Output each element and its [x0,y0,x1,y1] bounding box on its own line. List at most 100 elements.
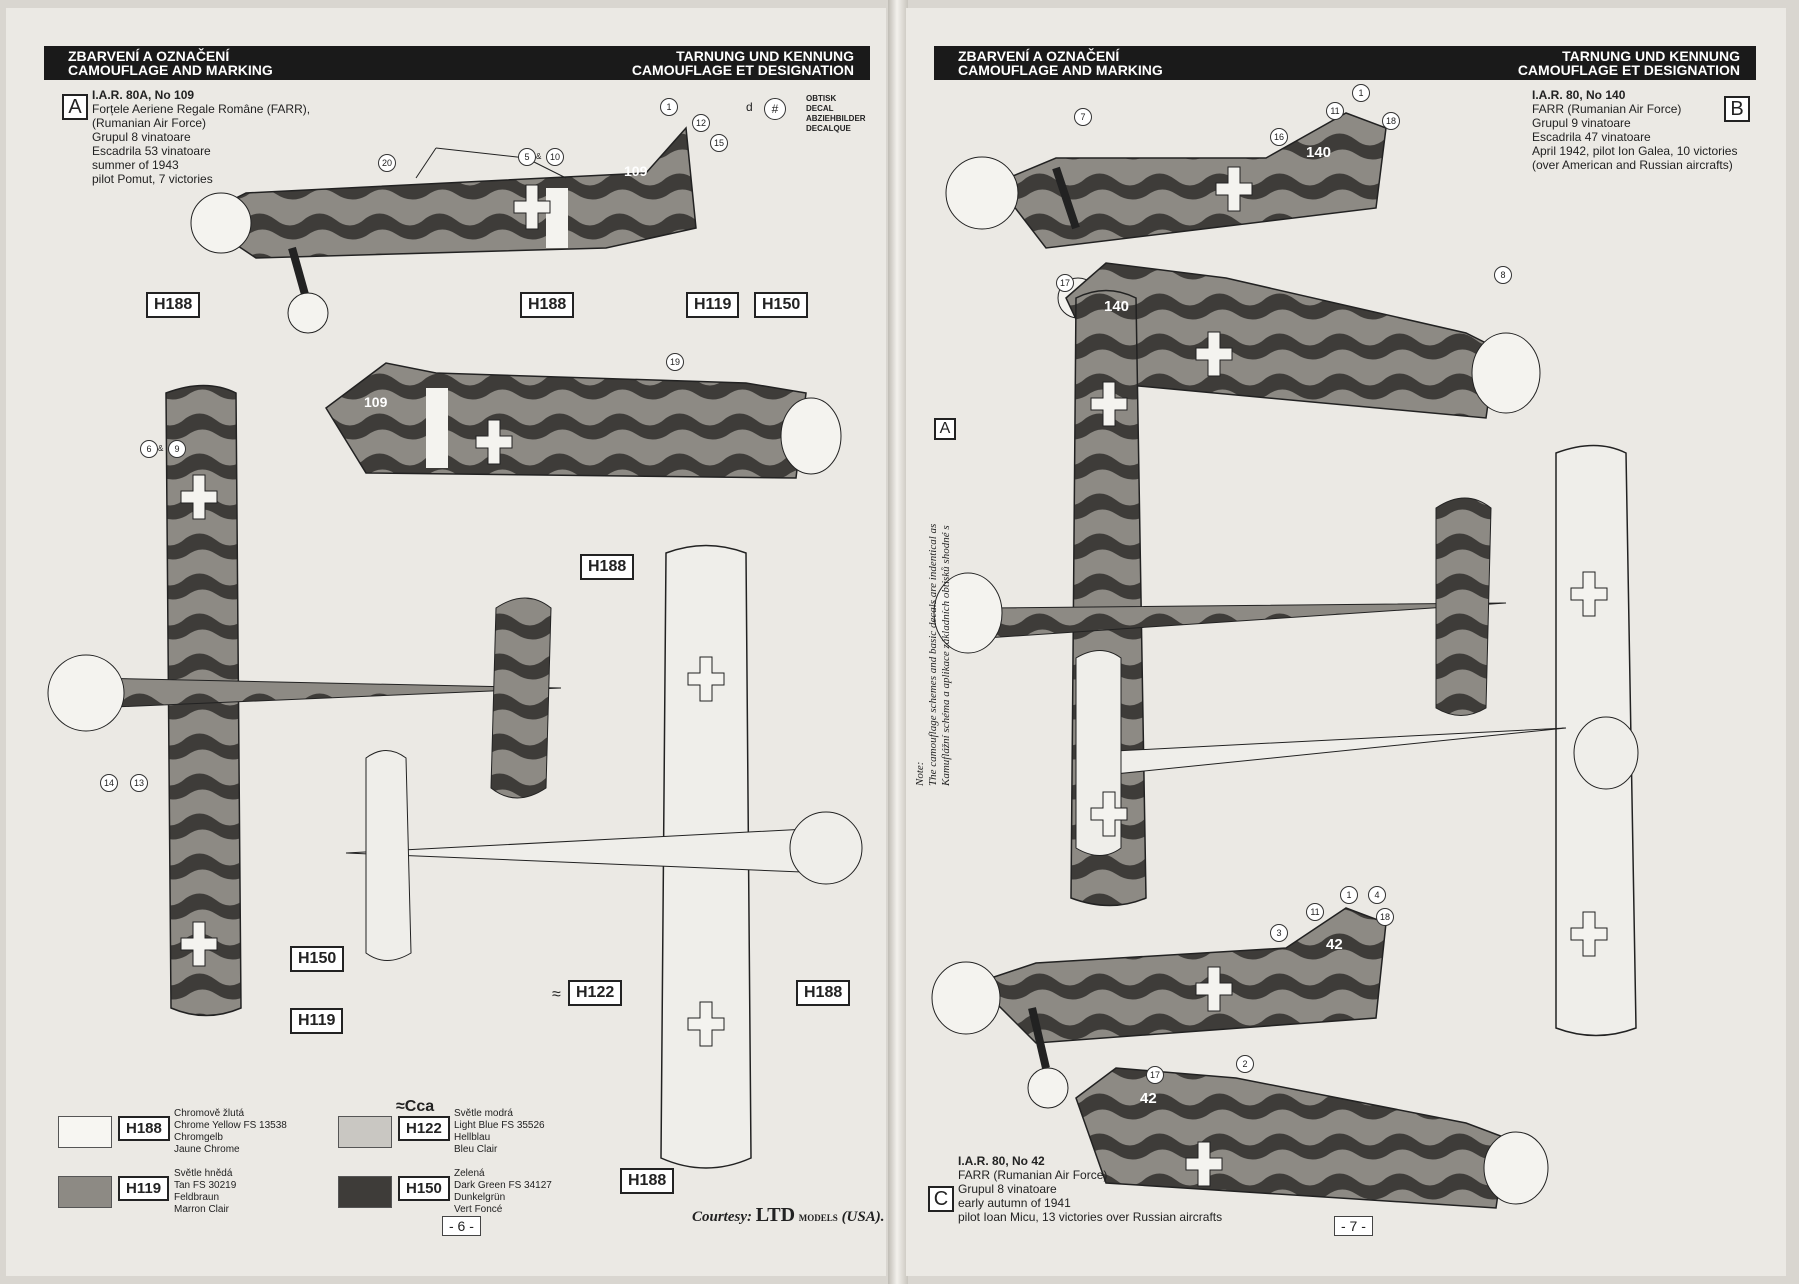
scheme-letter-c: C [928,1186,954,1212]
color-tag: H119 [686,292,740,318]
callout-marker: 19 [666,353,684,371]
info-line: FARR (Rumanian Air Force) [958,1168,1108,1182]
aircraft-title: I.A.R. 80A, No 109 [92,88,195,102]
header-title-cz: ZBARVENÍ A OZNAČENÍ [958,48,1120,64]
courtesy-sub: MODELS [798,1213,838,1223]
legend-text: Chromově žlutá Chrome Yellow FS 13538 Ch… [174,1108,287,1156]
legend-text: Světle hnědá Tan FS 30219 Feldbraun Marr… [174,1168,236,1216]
color-swatch [58,1176,112,1208]
callout-marker: 11 [1306,903,1324,921]
legend-line: Světle modrá [454,1108,513,1119]
legend-line: Zelená [454,1168,485,1179]
callout-marker: 6 [140,440,158,458]
courtesy-country: (USA). [841,1209,885,1225]
fuselage-number: 42 [1326,936,1343,953]
scheme-note: Note: The camouflage schemes and basic d… [914,524,953,786]
color-swatch [58,1116,112,1148]
callout-marker: 10 [546,148,564,166]
header-title-cz: ZBARVENÍ A OZNAČENÍ [68,48,230,64]
legend-line: Dunkelgrün [454,1192,506,1203]
legend-line: Světle hnědá [174,1168,233,1179]
page-number: - 6 - [442,1216,481,1236]
fuselage-number: 42 [1140,1090,1157,1107]
decal-label: ABZIEHBILDER [806,114,866,123]
color-tag: H122 [568,980,623,1006]
info-line: pilot Ioan Micu, 13 victories over Russi… [958,1210,1223,1224]
legend-line: Jaune Chrome [174,1144,240,1155]
profile-side-c-bottom [1075,1067,1549,1209]
callout-amp: & [536,152,542,161]
note-line: Kamuflážní schéma a aplikace základních … [940,525,952,786]
info-line: Grupul 9 vinatoare [1532,116,1631,130]
legend-code: H188 [118,1116,170,1141]
profile-side-top [190,126,697,334]
bottom-view-wing [345,544,863,1169]
note-line: Note: [914,761,926,786]
profile-side-second [325,362,842,479]
header-title-de: TARNUNG UND KENNUNG [676,48,854,64]
callout-marker: 18 [1382,112,1400,130]
callout-marker: 4 [1368,886,1386,904]
color-tag: H150 [290,946,345,972]
fuselage-number: 109 [624,163,648,179]
page-gutter [888,0,908,1284]
legend-text: Světle modrá Light Blue FS 35526 Hellbla… [454,1108,545,1156]
info-line: FARR (Rumanian Air Force) [1532,102,1682,116]
page-number: - 7 - [1334,1216,1373,1236]
scheme-letter-a: A [62,94,88,120]
callout-marker: 1 [1352,84,1370,102]
scheme-letter-b: B [1724,96,1750,122]
info-line: (over American and Russian aircrafts) [1532,158,1733,172]
callout-marker: 11 [1326,102,1344,120]
callout-marker: 9 [168,440,186,458]
fuselage-number: 109 [364,394,388,410]
legend-line: Hellblau [454,1132,491,1143]
aircraft-info-b: I.A.R. 80, No 140 FARR (Rumanian Air For… [1532,88,1737,172]
aircraft-info-a: I.A.R. 80A, No 109 Forțele Aeriene Regal… [92,88,310,186]
callout-marker: 14 [100,774,118,792]
legend-line: Chrome Yellow FS 13538 [174,1120,287,1131]
color-swatch [338,1116,392,1148]
callout-amp: & [158,444,164,453]
info-line: Escadrila 53 vinatoare [92,144,211,158]
profile-side-c-top [931,907,1387,1109]
header-title-de: TARNUNG UND KENNUNG [1562,48,1740,64]
callout-marker: 1 [1340,886,1358,904]
profile-side-b-right [1065,262,1541,419]
header-title-fr: CAMOUFLAGE ET DESIGNATION [631,62,854,78]
courtesy-label: Courtesy: [692,1209,752,1225]
aircraft-drawings-right [931,112,1639,1209]
color-tag: H188 [620,1168,675,1194]
callout-marker: 20 [378,154,396,172]
info-line: (Rumanian Air Force) [92,116,207,130]
aircraft-drawings-left [47,126,863,1169]
note-box-letter: A [934,418,956,440]
balkan-cross-icon [180,184,725,1047]
header-title-en: CAMOUFLAGE AND MARKING [68,62,273,78]
color-tag: H119 [290,1008,344,1034]
legend-line: Tan FS 30219 [174,1180,237,1191]
callout-marker: 15 [710,134,728,152]
legend-line: Marron Clair [174,1204,230,1215]
courtesy-credit: Courtesy: LTD MODELS (USA). [692,1204,884,1227]
header-title-en: CAMOUFLAGE AND MARKING [958,62,1163,78]
callout-marker: 12 [692,114,710,132]
callout-marker: 16 [1270,128,1288,146]
legend-text: Zelená Dark Green FS 34127 Dunkelgrün Ve… [454,1168,552,1216]
info-line: early autumn of 1941 [958,1196,1071,1210]
callout-marker: 17 [1146,1066,1164,1084]
callout-marker: 17 [1056,274,1074,292]
legend-line: Light Blue FS 35526 [454,1120,545,1131]
info-line: Forțele Aeriene Regale Române (FARR), [92,102,311,116]
balkan-cross-icon [1090,166,1608,1187]
legend-line: Dark Green FS 34127 [454,1180,552,1191]
legend-line: Vert Foncé [454,1204,503,1215]
callout-marker: 18 [1376,908,1394,926]
info-line: Grupul 8 vinatoare [958,1182,1057,1196]
callout-marker: 7 [1074,108,1092,126]
legend-code: H122 [398,1116,450,1141]
